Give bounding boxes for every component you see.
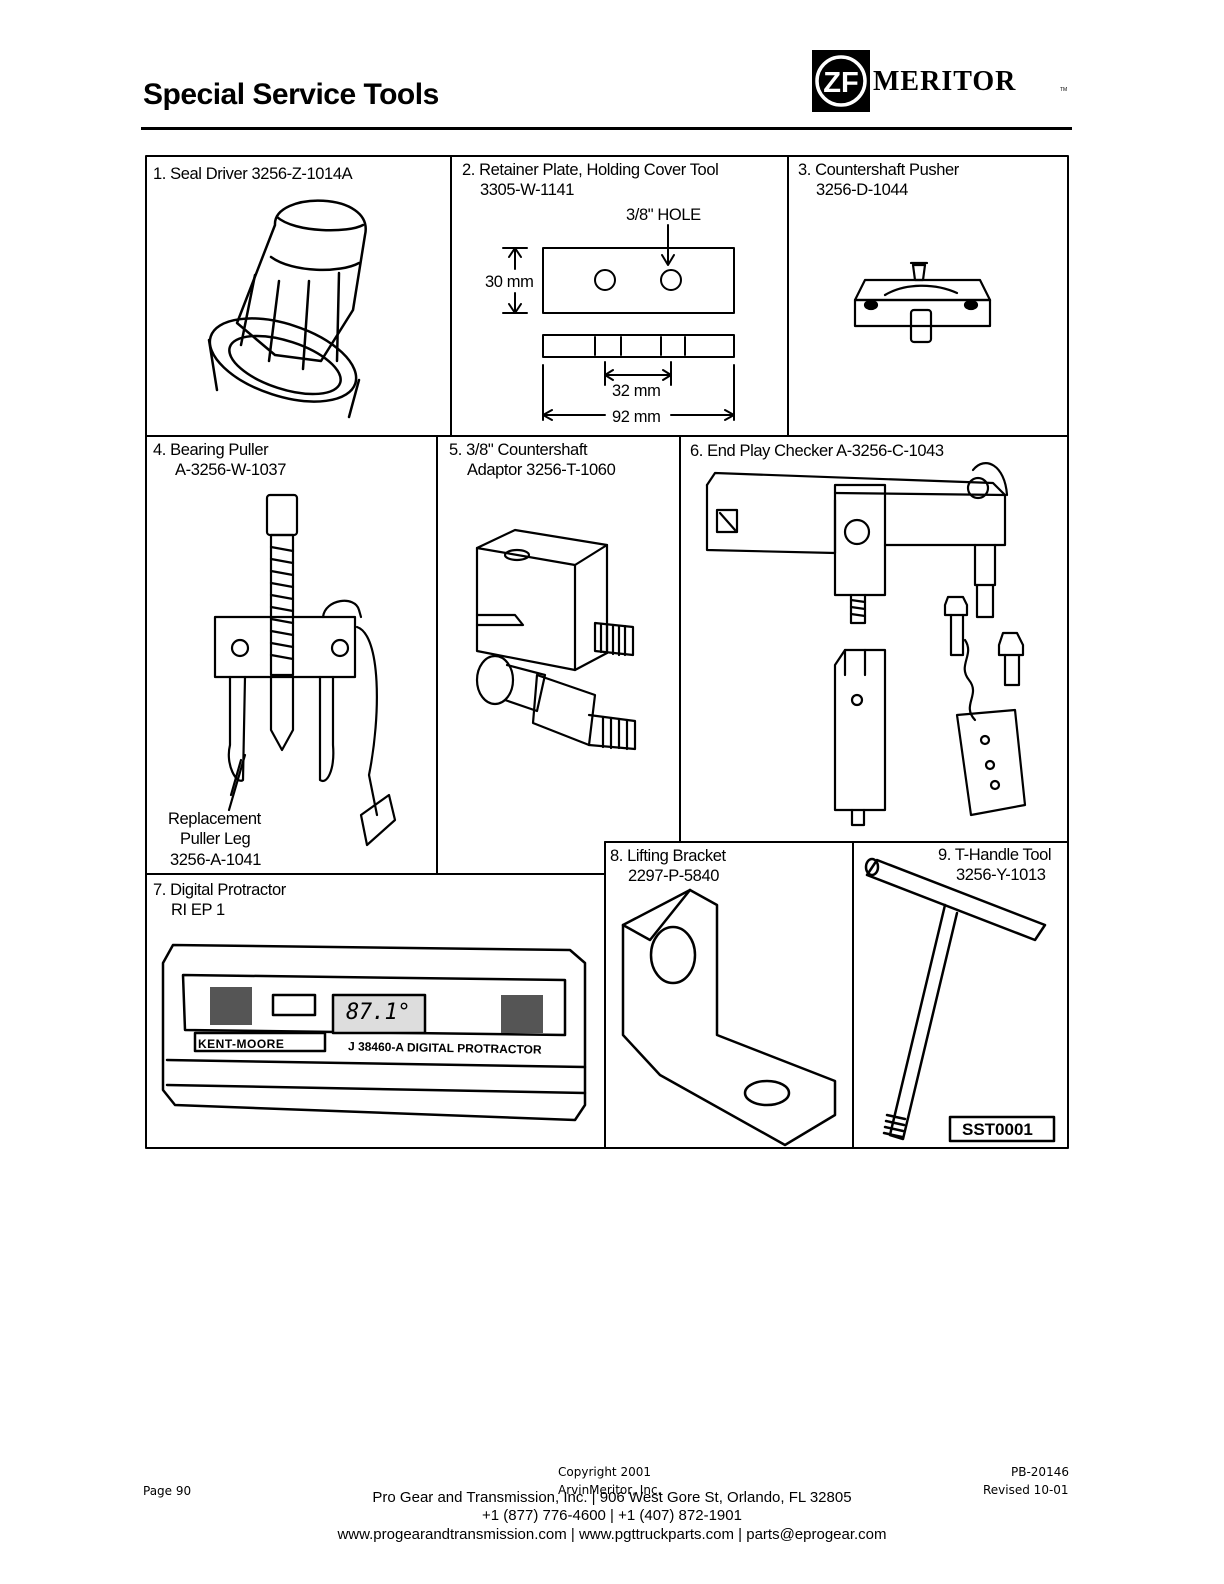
page-number: Page 90 (143, 1484, 192, 1498)
protractor-brand: KENT-MOORE (198, 1037, 285, 1051)
seal-driver-drawing (207, 199, 367, 419)
tool-1-label: 1. Seal Driver 3256-Z-1014A (153, 165, 353, 183)
tool-2-part-number: 3305-W-1141 (480, 181, 575, 199)
tool-8-label: 8. Lifting Bracket (610, 847, 726, 865)
header-rule (141, 127, 1072, 130)
end-play-checker-drawing (705, 462, 1027, 827)
protractor-model: J 38460-A DIGITAL PROTRACTOR (347, 1039, 542, 1057)
svg-text:TM: TM (1060, 87, 1067, 93)
replacement-callout-line2: Puller Leg (180, 830, 251, 848)
spacing-dimension: 32 mm (612, 382, 661, 400)
tool-4-part-number: A-3256-W-1037 (175, 461, 286, 479)
digital-protractor-drawing (161, 943, 587, 1122)
revision-date: Revised 10-01 (983, 1483, 1069, 1497)
dealer-web: www.progearandtransmission.com | www.pgt… (337, 1526, 887, 1543)
svg-text:MERITOR: MERITOR (873, 66, 1016, 97)
copyright-line2: ArvinMeritor, Inc. (558, 1483, 662, 1497)
document-id: PB-20146 (1011, 1465, 1069, 1479)
tool-9-part-number: 3256-Y-1013 (956, 866, 1046, 884)
countershaft-pusher-drawing (853, 261, 992, 344)
bearing-puller-drawing (213, 493, 397, 847)
retainer-plate-drawing (502, 224, 735, 421)
t-handle-tool-drawing (864, 857, 1056, 1143)
tool-9-label: 9. T-Handle Tool (938, 846, 1052, 864)
tool-4-label: 4. Bearing Puller (153, 441, 269, 459)
tool-8-part-number: 2297-P-5840 (628, 867, 720, 885)
protractor-reading: 87.1° (346, 1000, 411, 1025)
tool-3-part-number: 3256-D-1044 (816, 181, 908, 199)
tool-7-part-number: RI EP 1 (171, 901, 225, 919)
lifting-bracket-drawing (621, 888, 837, 1147)
zf-meritor-logo: ZF MERITOR TM (812, 50, 1067, 112)
tool-3-label: 3. Countershaft Pusher (798, 161, 959, 179)
dealer-address: Pro Gear and Transmission, Inc. | 906 We… (372, 1489, 852, 1506)
tool-2-label: 2. Retainer Plate, Holding Cover Tool (462, 161, 719, 179)
svg-text:ZF: ZF (823, 67, 858, 99)
figure-id: SST0001 (962, 1120, 1033, 1139)
length-dimension: 92 mm (612, 408, 661, 426)
tool-5-label: 5. 3/8" Countershaft (449, 441, 588, 459)
tools-grid (145, 155, 1069, 1149)
dealer-phone: +1 (877) 776-4600 | +1 (407) 872-1901 (482, 1507, 742, 1524)
height-dimension: 30 mm (485, 273, 534, 291)
page-title: Special Service Tools (143, 78, 439, 111)
replacement-callout-part-number: 3256-A-1041 (170, 851, 262, 869)
countershaft-adaptor-drawing (475, 528, 637, 751)
tool-5-part-number: Adaptor 3256-T-1060 (467, 461, 616, 479)
tool-7-label: 7. Digital Protractor (153, 881, 286, 899)
tool-6-label: 6. End Play Checker A-3256-C-1043 (690, 442, 944, 460)
hole-callout: 3/8" HOLE (626, 206, 701, 224)
replacement-callout-line1: Replacement (168, 810, 261, 828)
copyright-line1: Copyright 2001 (558, 1465, 651, 1479)
